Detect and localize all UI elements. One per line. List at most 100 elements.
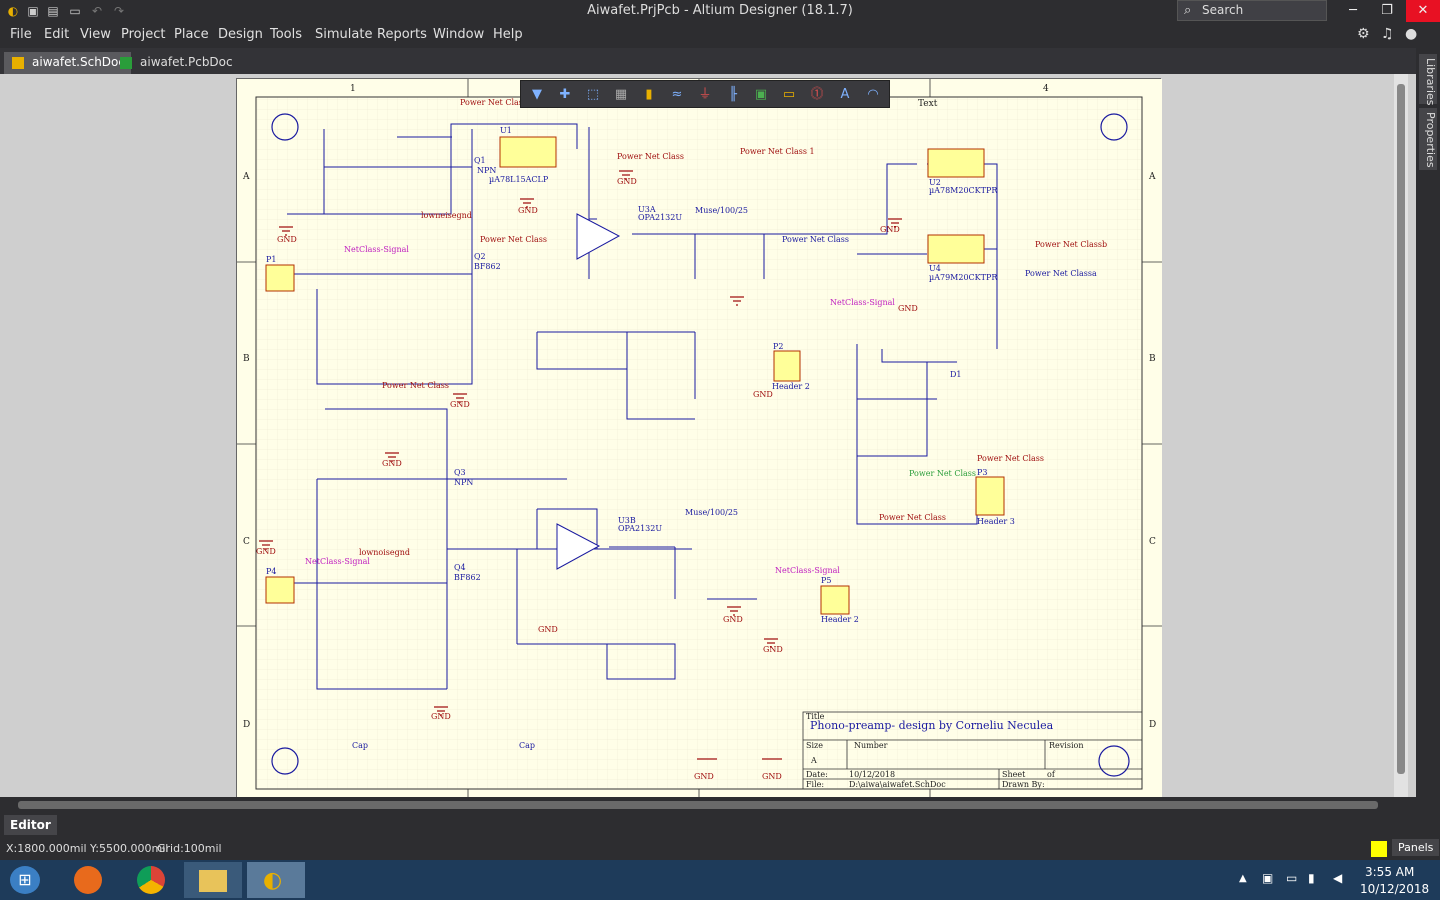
u3b-label: U3B [618,516,636,525]
menu-file[interactable]: File [10,27,32,42]
u3a-opamp[interactable] [576,213,621,260]
save-icon[interactable]: ▣ [27,4,39,18]
clock-date[interactable]: 10/12/2018 [1360,882,1430,896]
bell-icon[interactable]: ♫ [1381,26,1394,42]
right-panel-strip: Libraries Properties [1416,48,1440,838]
u2-regulator[interactable] [927,148,985,178]
sheet-symbol-icon[interactable]: ▣ [754,87,768,102]
gnd-label: GND [431,712,451,721]
text-icon[interactable]: A [840,87,850,102]
u3b-opamp[interactable] [556,523,601,570]
filter-icon[interactable]: ▼ [532,87,542,102]
move-icon[interactable]: ✚ [559,87,571,102]
gnd-label: GND [617,177,637,186]
place-part-icon[interactable]: ▮ [645,87,653,102]
altium-taskbar-button[interactable]: ◐ [247,862,305,898]
tray-chevron-icon[interactable]: ▲ [1239,873,1247,884]
user-icon[interactable]: ● [1405,26,1418,42]
netclass-signal-label: NetClass-Signal [775,566,840,575]
menu-project[interactable]: Project [121,27,166,42]
port-icon[interactable]: ▭ [782,87,796,102]
p1-connector[interactable] [265,264,295,292]
open-folder-icon[interactable]: ▭ [69,4,81,18]
directive-icon[interactable]: ⓵ [810,87,824,102]
power-net-class-label: Power Net Class [782,235,849,244]
battery-icon[interactable]: ▭ [1286,871,1298,885]
bus-icon[interactable]: ╟ [729,87,737,102]
undo-icon[interactable]: ↶ [91,4,103,18]
gnd-label: GND [762,772,782,781]
align-icon[interactable]: ▦ [614,87,628,102]
clock-time[interactable]: 3:55 AM [1365,865,1415,879]
netclass-signal-label: NetClass-Signal [305,557,370,566]
p5-connector[interactable] [820,585,850,615]
tab-aiwafet-pcbdoc[interactable]: aiwafet.PcbDoc [112,52,239,74]
menu-edit[interactable]: Edit [44,27,70,42]
restore-button[interactable]: ❐ [1381,3,1393,18]
panels-button[interactable]: Panels [1392,839,1440,856]
u4-regulator[interactable] [927,234,985,264]
horizontal-scrollbar[interactable] [0,797,1416,813]
horizontal-scroll-thumb[interactable] [18,801,1378,809]
gnd-label: GND [880,225,900,234]
vertical-scroll-thumb[interactable] [1397,84,1405,774]
u2-part: µA78M20CKTPR [929,186,998,195]
p1-label: P1 [266,255,276,264]
title-label: Title [806,712,825,721]
menu-place[interactable]: Place [174,27,209,42]
u1-regulator[interactable] [499,136,557,168]
search-input[interactable]: ⌕ Search [1177,0,1327,21]
q1-type: NPN [477,166,496,175]
save-all-icon[interactable]: ▤ [47,4,59,18]
p2-header: Header 2 [772,382,810,391]
power-net-class-label: Power Net Class [879,513,946,522]
size-value: A [810,756,817,765]
editor-tab[interactable]: Editor [4,815,57,835]
p5-header: Header 2 [821,615,859,624]
schematic-drawing[interactable]: 1 4 A B C D A B C D Text [237,79,1162,799]
text-label: Text [918,99,938,109]
redo-icon[interactable]: ↷ [113,4,125,18]
menu-window[interactable]: Window [433,27,485,42]
menu-help[interactable]: Help [493,27,523,42]
properties-panel-tab[interactable]: Properties [1419,108,1437,170]
title-bar: ◐ ▣ ▤ ▭ ↶ ↷ Aiwafet.PrjPcb - Altium Desi… [0,0,1440,22]
lownoise-gnd-label: lowneisegnd [421,211,472,220]
wire-icon[interactable]: ≈ [671,87,683,102]
c29-cap-label: Cap [352,741,368,750]
menu-simulate[interactable]: Simulate [315,27,373,42]
power-port-icon[interactable]: ⏚ [698,87,712,102]
network-icon[interactable]: ▣ [1262,871,1274,885]
firefox-icon[interactable] [74,866,102,894]
u4-part: µA79M20CKTPR [929,273,998,282]
p4-connector[interactable] [265,576,295,604]
gnd-label: GND [450,400,470,409]
p2-connector[interactable] [773,350,801,382]
select-area-icon[interactable]: ⬚ [586,87,600,102]
volume-icon[interactable]: ◀ [1333,871,1343,885]
file-explorer-button[interactable] [184,862,242,898]
start-button-icon[interactable]: ⊞ [10,866,40,894]
close-button[interactable]: ✕ [1406,0,1440,22]
vertical-scrollbar[interactable] [1394,74,1408,797]
p3-connector[interactable] [975,476,1005,516]
zone-row-a-right: A [1148,172,1156,182]
pcb-doc-icon [120,57,132,69]
gnd-symbols [259,170,902,760]
schematic-sheet[interactable]: 1 4 A B C D A B C D Text [236,78,1162,799]
folder-icon [199,870,227,892]
chrome-icon[interactable] [137,866,165,894]
menu-design[interactable]: Design [218,27,263,42]
menu-tools[interactable]: Tools [270,27,303,42]
signal-icon[interactable]: ▮ [1308,871,1315,885]
gear-icon[interactable]: ⚙ [1357,26,1370,42]
arc-icon[interactable]: ◠ [867,87,879,102]
minimize-button[interactable]: ─ [1349,3,1357,18]
power-net-class-label: Power Net Class [617,152,684,161]
menu-view[interactable]: View [80,27,111,42]
tab-aiwafet-schdoc[interactable]: aiwafet.SchDoc [4,52,131,74]
libraries-panel-tab[interactable]: Libraries [1419,54,1437,106]
gnd-label: GND [753,390,773,399]
menu-reports[interactable]: Reports [377,27,427,42]
q4-type: BF862 [454,573,481,582]
